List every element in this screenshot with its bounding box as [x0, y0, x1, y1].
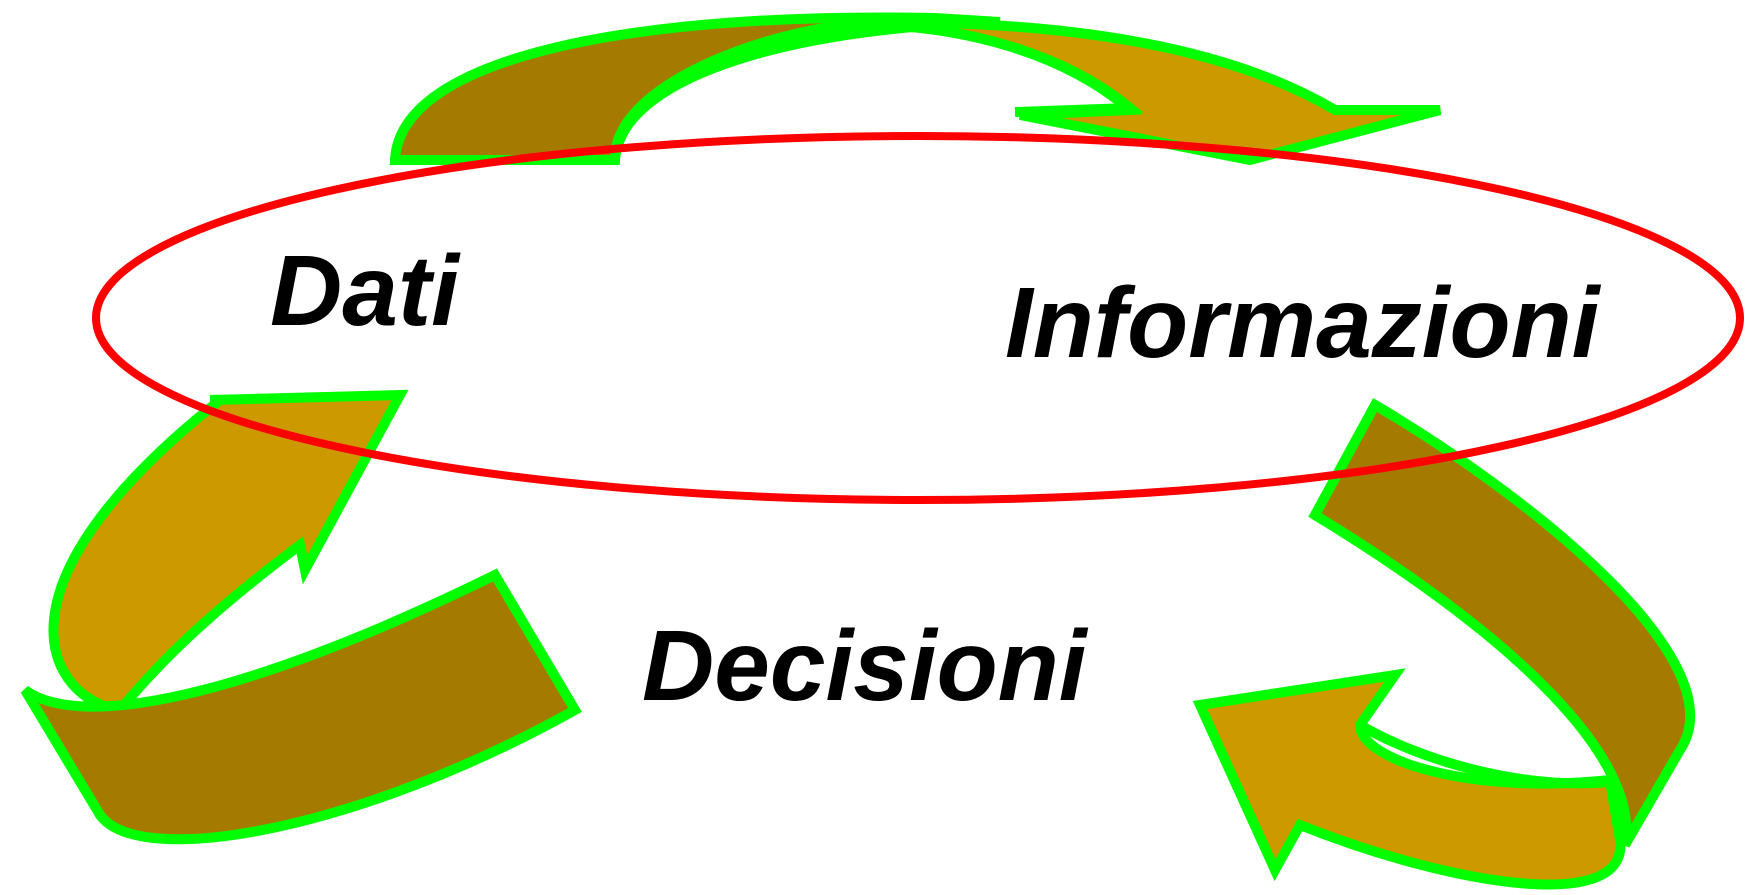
arrow-right-light-band: [1192, 668, 1626, 890]
label-informazioni: Informazioni: [1005, 267, 1602, 379]
label-dati: Dati: [270, 235, 461, 347]
label-decisioni: Decisioni: [642, 610, 1089, 722]
arrow-top-inner-edge: [610, 19, 1144, 157]
arrow-right-dark-band: [1308, 398, 1696, 848]
arrow-left-dark-band: [20, 568, 582, 845]
center-ellipse: [92, 132, 1744, 504]
arrow-right-return: [1357, 720, 1611, 789]
arrow-informazioni-to-decisioni: [1192, 398, 1696, 890]
arrow-dati-to-informazioni: [389, 12, 1442, 166]
arrow-decisioni-to-dati: [20, 389, 582, 845]
